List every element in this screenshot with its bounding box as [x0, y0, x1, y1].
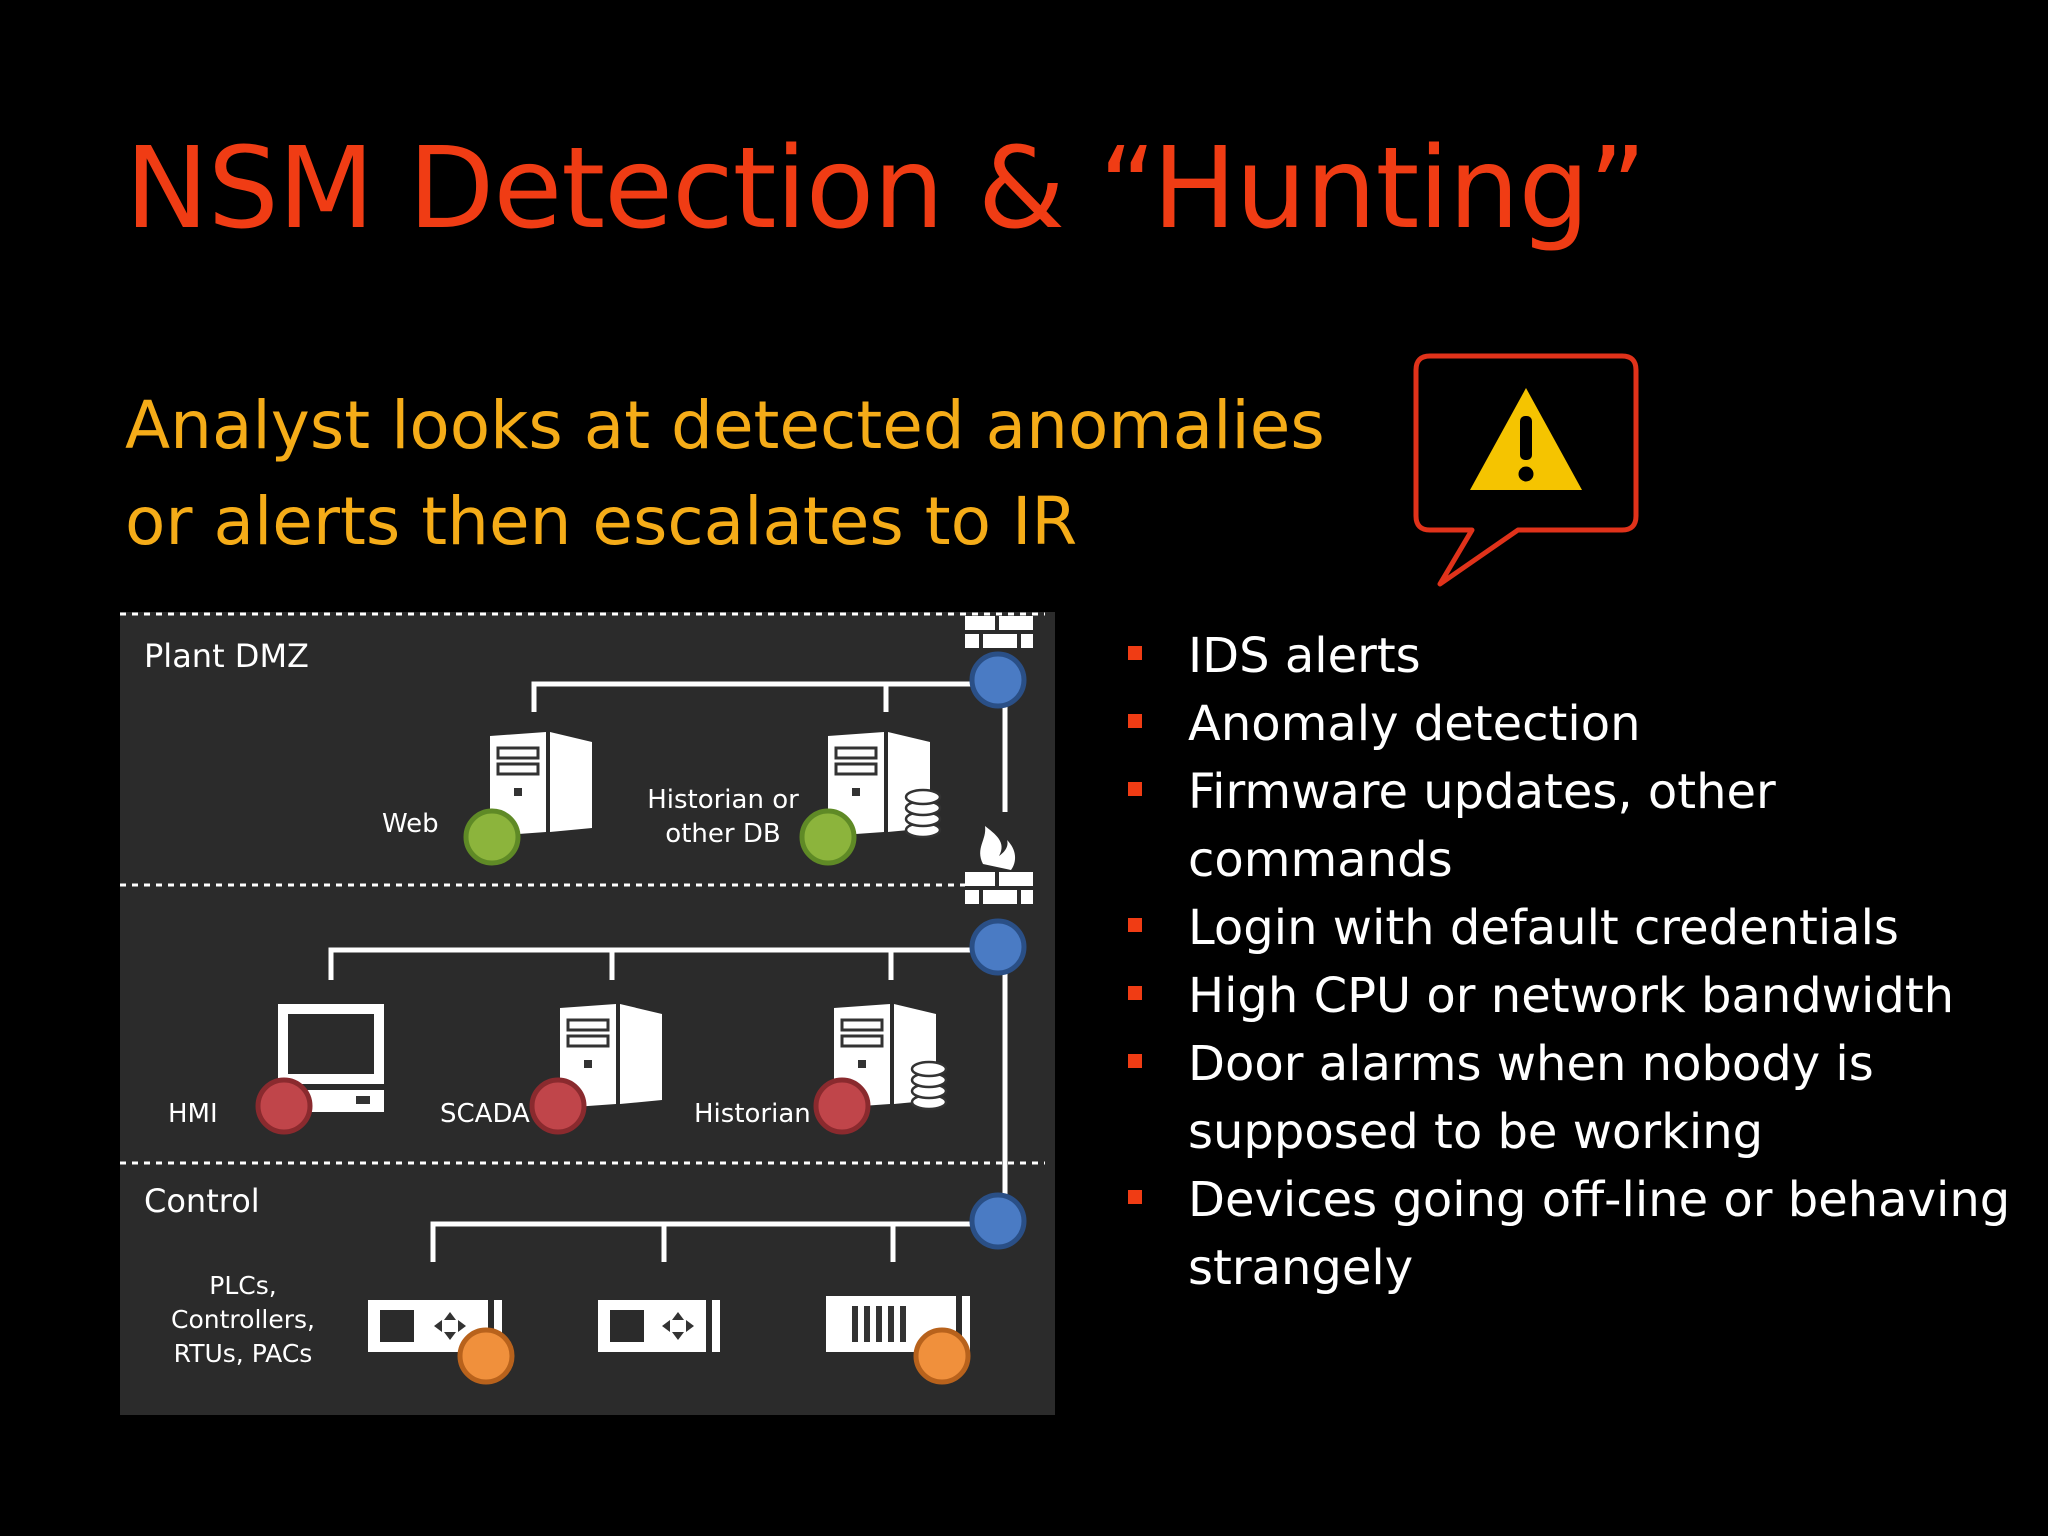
device-label-historian-db: Historian or	[647, 785, 799, 815]
network-node-control	[969, 1192, 1027, 1250]
warning-icon	[1470, 388, 1582, 490]
bullet-item: Firmware updates, other commands	[1124, 758, 2024, 894]
network-node-supervisory	[969, 918, 1027, 976]
device-label-historian-db: other DB	[665, 819, 780, 849]
bullet-item: Door alarms when nobody is supposed to b…	[1124, 1030, 2024, 1166]
subtitle-line: or alerts then escalates to IR	[125, 483, 1078, 560]
status-node-historian	[813, 1077, 871, 1135]
database-icon	[904, 788, 942, 839]
bullet-marker-icon	[1128, 1190, 1142, 1204]
hmi-monitor-icon	[278, 1004, 384, 1112]
zone-control	[120, 1162, 1055, 1415]
bullet-list: IDS alerts Anomaly detection Firmware up…	[1124, 622, 2024, 1302]
bullet-marker-icon	[1128, 782, 1142, 796]
device-label-hmi: HMI	[168, 1099, 218, 1129]
slide-subtitle: Analyst looks at detected anomalies or a…	[125, 378, 1325, 570]
status-node-hmi	[255, 1077, 313, 1135]
subtitle-line: Analyst looks at detected anomalies	[125, 387, 1325, 464]
device-label-historian: Historian	[694, 1099, 811, 1129]
device-label-plcs: PLCs,	[209, 1271, 276, 1300]
zone-label-plant-dmz: Plant DMZ	[144, 637, 309, 675]
slide-title: NSM Detection & “Hunting”	[125, 124, 1647, 254]
controller-icon	[598, 1300, 720, 1352]
bullet-marker-icon	[1128, 918, 1142, 932]
status-node-plc	[457, 1327, 515, 1385]
bullet-item: Devices going off-line or behaving stran…	[1124, 1166, 2024, 1302]
database-icon	[910, 1060, 948, 1111]
device-label-scada: SCADA	[440, 1099, 530, 1129]
firewall-icon	[965, 826, 1033, 904]
bullet-marker-icon	[1128, 646, 1142, 660]
device-label-plcs: Controllers,	[171, 1305, 315, 1334]
network-node-dmz	[969, 651, 1027, 709]
status-node-scada	[529, 1077, 587, 1135]
device-label-web: Web	[382, 809, 439, 839]
status-node-web	[463, 808, 521, 866]
network-diagram: Plant DMZ Control Web Historian or other…	[120, 612, 1055, 1415]
bullet-marker-icon	[1128, 714, 1142, 728]
bullet-item: Anomaly detection	[1124, 690, 2024, 758]
bullet-item: High CPU or network bandwidth	[1124, 962, 2024, 1030]
warning-speech-bubble-icon	[1413, 353, 1639, 587]
bullet-item: IDS alerts	[1124, 622, 2024, 690]
bullet-marker-icon	[1128, 1054, 1142, 1068]
device-label-plcs: RTUs, PACs	[174, 1339, 313, 1368]
bullet-item: Login with default credentials	[1124, 894, 2024, 962]
status-node-rtu	[913, 1327, 971, 1385]
status-node-historian-db	[799, 808, 857, 866]
bullet-marker-icon	[1128, 986, 1142, 1000]
zone-label-control: Control	[144, 1182, 260, 1220]
